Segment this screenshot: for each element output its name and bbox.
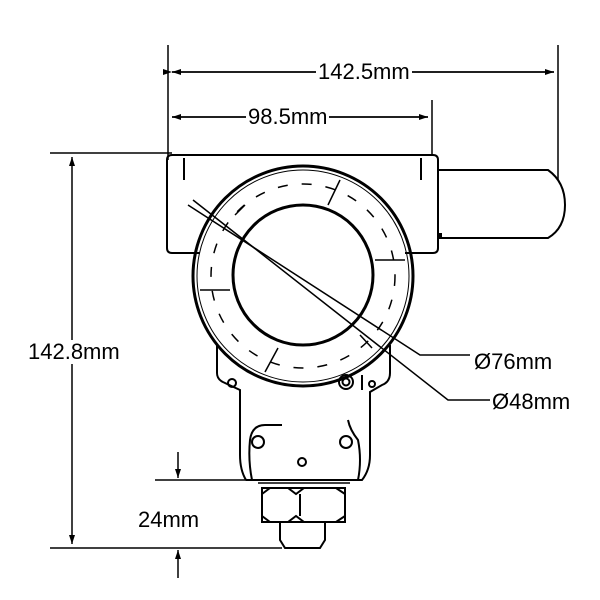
process-fitting: [279, 522, 326, 549]
housing-width-label: 98.5mm: [246, 104, 330, 129]
inner-diameter-label: Ø48mm: [492, 389, 571, 414]
antenna: [437, 169, 567, 239]
hex-nut: [258, 482, 350, 523]
lower-body: [216, 345, 391, 481]
overall-height-label: 142.8mm: [26, 339, 122, 364]
outer-diameter-label: Ø76mm: [474, 349, 553, 374]
extension-lines: [50, 45, 559, 549]
outer-ring: [191, 164, 415, 388]
fitting-height-label: 24mm: [136, 507, 202, 532]
inner-window: [231, 203, 375, 347]
dimension-lines: [69, 69, 554, 578]
leader-lines: [187, 199, 490, 401]
ring-ticks: [200, 179, 405, 373]
overall-width-label: 142.5mm: [316, 59, 412, 84]
